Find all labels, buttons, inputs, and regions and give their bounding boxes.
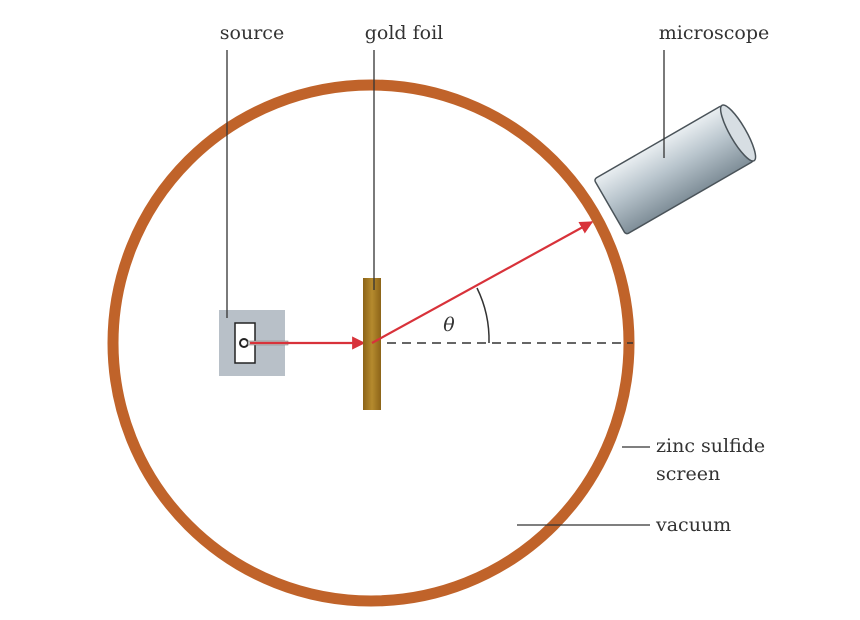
microscope (594, 104, 757, 235)
theta-label: θ (443, 314, 455, 336)
theta-angle-arc (476, 287, 490, 344)
zinc-sulfide-label-line2: screen (656, 463, 720, 485)
vacuum-label: vacuum (655, 514, 731, 536)
microscope-eyepiece (719, 104, 757, 162)
source-label: source (220, 22, 284, 44)
zinc-sulfide-label-line1: zinc sulfide (656, 435, 765, 457)
gold-foil-label: gold foil (365, 22, 444, 44)
microscope-label: microscope (659, 22, 770, 44)
source-aperture (239, 338, 249, 348)
gold-foil (363, 278, 381, 410)
scattered-beam-arrow (371, 221, 594, 344)
